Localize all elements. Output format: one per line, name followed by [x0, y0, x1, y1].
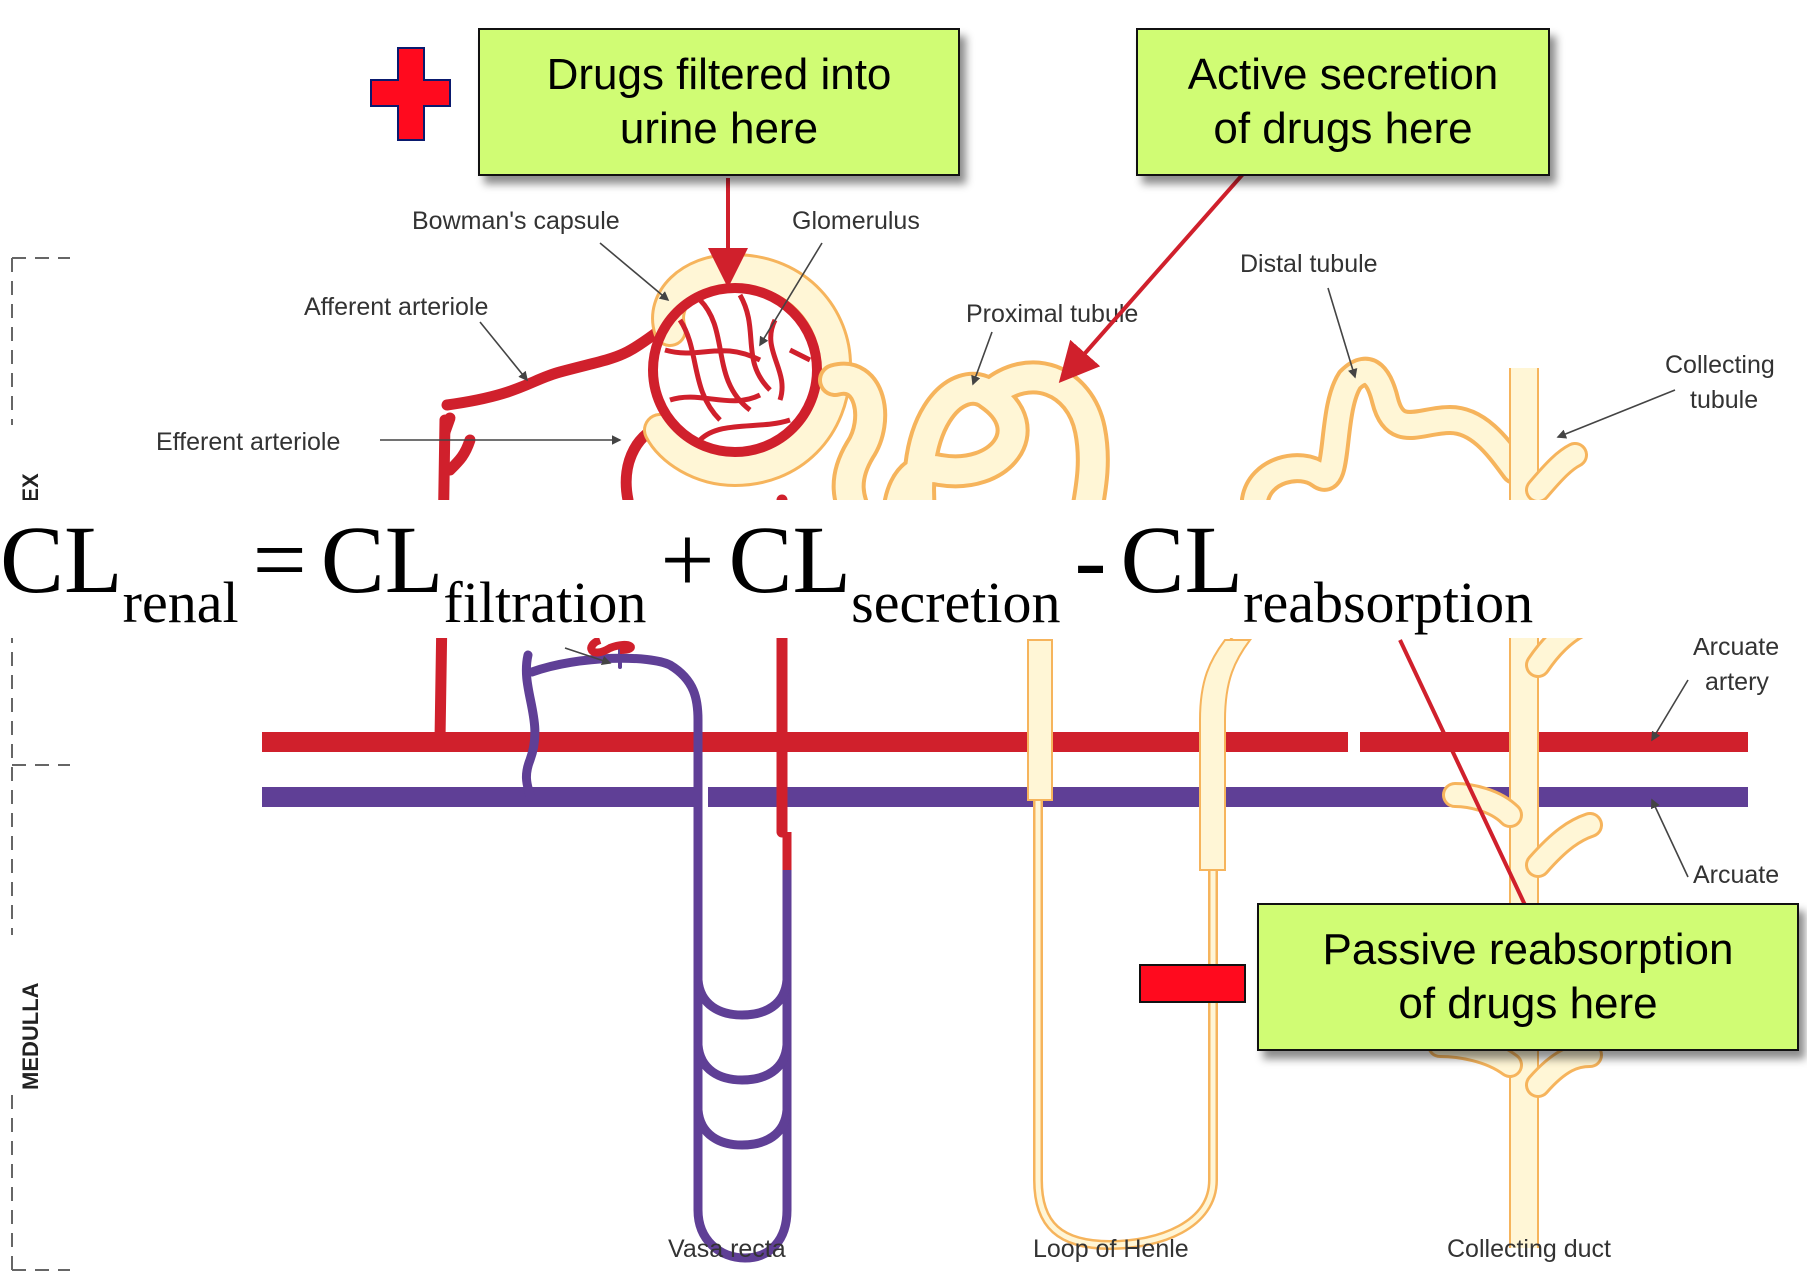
plus-sign-filtration — [370, 47, 451, 141]
renal-clearance-equation: CLrenal=CLfiltration+CLsecretion-CLreabs… — [0, 512, 1807, 632]
label-bowmans-capsule: Bowman's capsule — [412, 207, 620, 235]
loop-of-henle — [1027, 637, 1252, 1251]
label-arcuate-artery-2: artery — [1705, 668, 1769, 696]
reabsorption-pointer — [1398, 639, 1527, 906]
thick-descending-limb — [1027, 639, 1053, 801]
minus-sign-reabsorption — [1139, 964, 1246, 1003]
vasa-recta — [521, 646, 792, 1263]
label-afferent-arteriole: Afferent arteriole — [304, 293, 488, 321]
equation-band — [0, 500, 1807, 638]
callout-reabsorption-line1: Passive reabsorption — [1322, 925, 1734, 974]
afferent-arteriole — [441, 324, 666, 411]
label-loop-of-henle: Loop of Henle — [1033, 1235, 1189, 1263]
eq-lhs: CL — [0, 506, 123, 613]
label-collecting-tubule-1: Collecting — [1665, 351, 1775, 379]
label-distal-tubule: Distal tubule — [1240, 250, 1378, 278]
callout-secretion-line2: of drugs here — [1213, 104, 1473, 153]
callout-secretion: Active secretion of drugs here — [1136, 28, 1550, 176]
glomerulus — [648, 283, 822, 457]
label-vasa-recta: Vasa recta — [668, 1235, 786, 1263]
thick-ascending-limb — [1199, 639, 1252, 871]
eq-term1: CL — [320, 506, 444, 613]
label-collecting-duct: Collecting duct — [1447, 1235, 1611, 1263]
efferent-loop — [587, 636, 635, 657]
label-arcuate-vein: Arcuate — [1693, 861, 1779, 889]
medulla-label: MEDULLA — [18, 982, 43, 1090]
region-brackets — [11, 257, 70, 1271]
callout-filtration-line1: Drugs filtered into — [546, 50, 892, 99]
eq-minus: - — [1074, 506, 1107, 613]
eq-plus: + — [660, 506, 715, 613]
eq-term2: CL — [728, 506, 852, 613]
distal-tubule — [1240, 356, 1530, 515]
venule-branch — [521, 650, 540, 802]
callout-filtration: Drugs filtered into urine here — [478, 28, 960, 176]
label-glomerulus: Glomerulus — [792, 207, 920, 235]
eq-term2-sub: secretion — [851, 570, 1061, 636]
eq-equals: = — [252, 506, 307, 613]
callout-reabsorption-line2: of drugs here — [1398, 979, 1658, 1028]
label-efferent-arteriole: Efferent arteriole — [156, 428, 340, 456]
eq-lhs-sub: renal — [122, 570, 239, 636]
callout-filtration-line2: urine here — [619, 104, 819, 153]
callout-secretion-line1: Active secretion — [1187, 50, 1499, 99]
callout-reabsorption: Passive reabsorption of drugs here — [1257, 903, 1799, 1051]
leader-lines — [380, 242, 1689, 878]
eq-term3-sub: reabsorption — [1243, 570, 1534, 636]
eq-term3: CL — [1120, 506, 1244, 613]
eq-term1-sub: filtration — [443, 570, 647, 636]
label-collecting-tubule-2: tubule — [1690, 386, 1758, 414]
